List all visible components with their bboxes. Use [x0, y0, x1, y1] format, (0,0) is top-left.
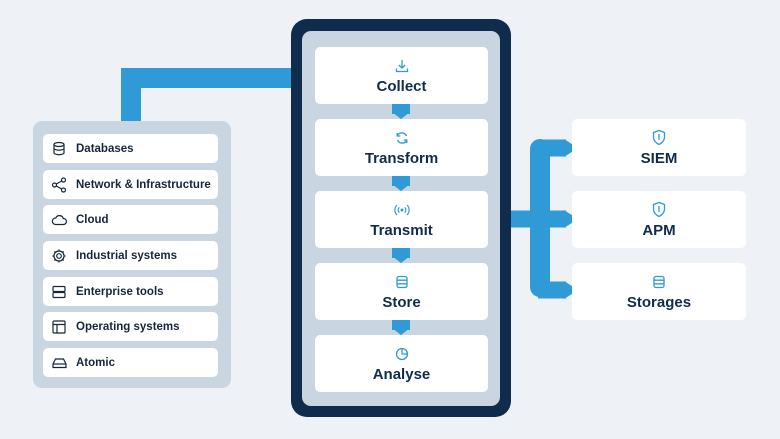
destination-siem[interactable]: SIEM [572, 119, 746, 176]
cloud-icon [50, 211, 68, 229]
source-label: Cloud [76, 213, 109, 226]
stage-connector [392, 176, 410, 186]
source-to-collect-connector [121, 68, 300, 122]
source-label: Operating systems [76, 320, 180, 333]
sync-icon [394, 129, 410, 147]
stage-label: Transform [364, 149, 439, 167]
stage-transform[interactable]: Transform [315, 119, 488, 176]
server-stack-icon [50, 283, 68, 301]
destination-label: APM [642, 221, 676, 239]
source-industrial-systems[interactable]: Industrial systems [43, 241, 218, 270]
share-network-icon [50, 176, 68, 194]
destination-label: Storages [626, 293, 692, 311]
stage-store[interactable]: Store [315, 263, 488, 320]
broadcast-icon [393, 201, 411, 219]
siem-arrowhead [564, 139, 578, 157]
gear-icon [50, 247, 68, 265]
stage-label: Store [382, 293, 421, 311]
destination-storages[interactable]: Storages [572, 263, 746, 320]
hard-drive-icon [50, 354, 68, 372]
stage-collect[interactable]: Collect [315, 47, 488, 104]
stage-transmit[interactable]: Transmit [315, 191, 488, 248]
stage-arrowhead [392, 256, 410, 263]
storage-icon [651, 273, 667, 291]
stage-arrowhead [392, 328, 410, 335]
stage-analyse[interactable]: Analyse [315, 335, 488, 392]
stage-arrowhead [392, 184, 410, 191]
source-databases[interactable]: Databases [43, 134, 218, 163]
source-label: Industrial systems [76, 249, 177, 262]
source-cloud[interactable]: Cloud [43, 205, 218, 234]
stage-label: Analyse [372, 365, 431, 383]
sources-panel: Databases Network & Infrastructure Cloud… [33, 121, 231, 388]
stage-connector [392, 104, 410, 114]
source-enterprise-tools[interactable]: Enterprise tools [43, 277, 218, 306]
storage-icon [394, 273, 410, 291]
download-icon [394, 57, 410, 75]
database-icon [50, 140, 68, 158]
stage-connector [392, 320, 410, 330]
apm-arrowhead [564, 210, 578, 228]
destination-label: SIEM [640, 149, 678, 167]
storages-arrowhead [564, 281, 578, 299]
window-layout-icon [50, 318, 68, 336]
stage-connector [392, 248, 410, 258]
stage-label: Collect [376, 77, 427, 95]
source-atomic[interactable]: Atomic [43, 348, 218, 377]
shield-icon [651, 201, 667, 219]
source-operating-systems[interactable]: Operating systems [43, 312, 218, 341]
shield-icon [651, 129, 667, 147]
source-label: Databases [76, 142, 134, 155]
source-network-infrastructure[interactable]: Network & Infrastructure [43, 170, 218, 199]
stage-label: Transmit [370, 221, 433, 239]
pie-chart-icon [394, 345, 410, 363]
destination-apm[interactable]: APM [572, 191, 746, 248]
stage-arrowhead [392, 112, 410, 119]
source-label: Enterprise tools [76, 285, 164, 298]
source-label: Atomic [76, 356, 115, 369]
source-label: Network & Infrastructure [76, 178, 211, 191]
